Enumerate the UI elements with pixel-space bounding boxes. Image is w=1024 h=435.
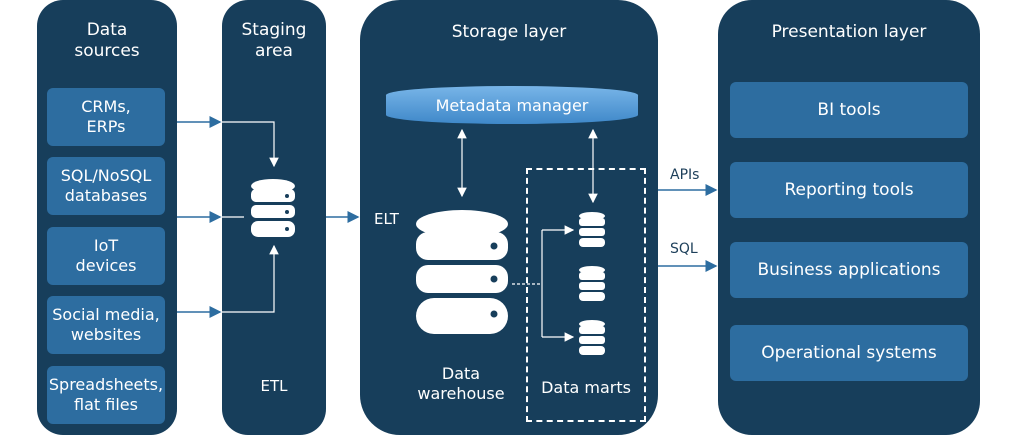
apis-label: APIs bbox=[670, 167, 700, 183]
staging-connectors bbox=[222, 121, 279, 313]
data-mart-icon-2 bbox=[579, 266, 605, 301]
staging-title: Staging area bbox=[241, 20, 307, 61]
mart-connectors bbox=[512, 225, 575, 342]
metadata-manager: Metadata manager bbox=[386, 86, 638, 124]
metadata-arrows bbox=[457, 128, 598, 204]
storage-title: Storage layer bbox=[451, 22, 567, 42]
data-warehouse-icon bbox=[416, 210, 508, 334]
etl-label: ETL bbox=[260, 377, 288, 395]
data-marts-label: Data marts bbox=[541, 378, 631, 397]
staging-database-icon bbox=[251, 179, 295, 237]
pres-business-applications: Business applications bbox=[730, 242, 968, 298]
data-warehouse-label: Data warehouse bbox=[417, 364, 505, 403]
source-crms-erps: CRMs, ERPs bbox=[47, 88, 165, 146]
source-sql-nosql: SQL/NoSQL databases bbox=[47, 157, 165, 215]
data-sources-panel: Data sources CRMs, ERPs SQL/NoSQL databa… bbox=[37, 0, 177, 435]
source-iot: IoT devices bbox=[47, 227, 165, 285]
storage-panel: Storage layer bbox=[360, 0, 658, 435]
data-mart-icon-3 bbox=[579, 320, 605, 355]
pres-reporting-tools: Reporting tools bbox=[730, 162, 968, 218]
source-arrows bbox=[177, 116, 718, 318]
sql-label: SQL bbox=[670, 241, 698, 257]
pres-operational-systems: Operational systems bbox=[730, 325, 968, 381]
data-mart-icon-1 bbox=[579, 212, 605, 247]
presentation-title: Presentation layer bbox=[771, 22, 927, 42]
data-sources-title: Data sources bbox=[74, 20, 140, 61]
data-marts-group bbox=[526, 168, 646, 422]
source-social-media: Social media, websites bbox=[47, 296, 165, 354]
elt-label: ELT bbox=[374, 210, 399, 228]
presentation-panel: Presentation layer BI tools Reporting to… bbox=[718, 0, 980, 435]
pres-bi-tools: BI tools bbox=[730, 82, 968, 138]
source-spreadsheets: Spreadsheets, flat files bbox=[47, 366, 165, 424]
